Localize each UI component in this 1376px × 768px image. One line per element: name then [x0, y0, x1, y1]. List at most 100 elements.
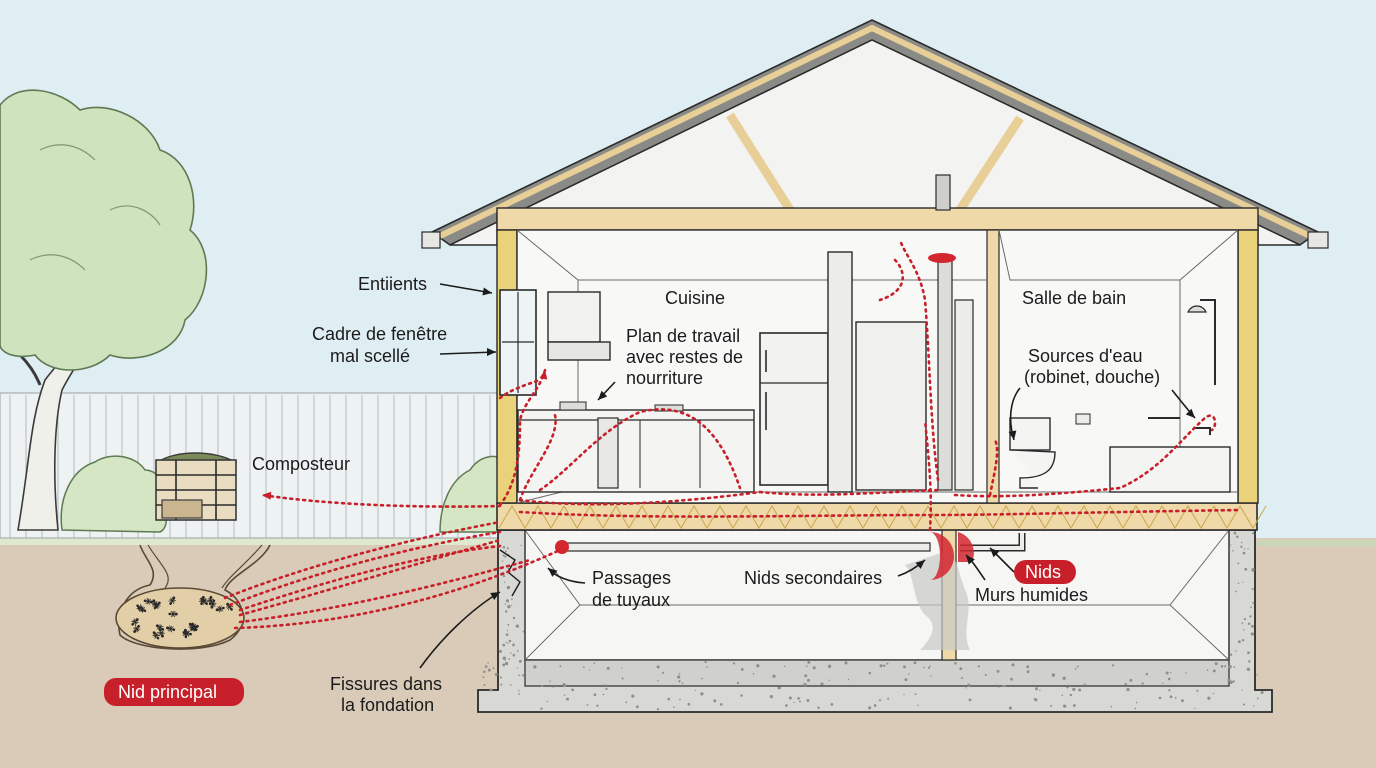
- gravel-dot: [827, 664, 832, 668]
- gravel-dot: [516, 650, 519, 652]
- gravel-dot: [566, 697, 569, 701]
- gravel-dot: [507, 623, 510, 626]
- gravel-dot: [1110, 705, 1113, 708]
- gravel-dot: [1026, 670, 1030, 674]
- gravel-dot: [504, 603, 507, 605]
- arrowhead: [262, 491, 272, 500]
- gravel-dot: [1010, 677, 1013, 681]
- gravel-dot: [732, 662, 736, 665]
- gravel-dot: [1229, 653, 1233, 656]
- gravel-dot: [520, 544, 522, 546]
- main-nest-badge: Nid principal: [104, 678, 244, 706]
- gravel-dot: [788, 696, 792, 700]
- gravel-dot: [500, 683, 503, 686]
- gravel-dot: [662, 671, 665, 674]
- ant-trails: [223, 238, 1242, 630]
- gravel-dot: [913, 661, 917, 665]
- gravel-dot: [1011, 663, 1015, 667]
- gravel-dot: [508, 639, 512, 643]
- gravel-dot: [506, 547, 509, 550]
- label-window-frame-1: Cadre de fenêtre: [312, 324, 447, 344]
- gravel-dot: [1168, 689, 1171, 692]
- ant-icon: [133, 625, 141, 633]
- label-pipes-2: de tuyaux: [592, 590, 670, 610]
- gravel-dot: [1162, 682, 1164, 684]
- gravel-dot: [1124, 682, 1127, 686]
- ant-icon: [168, 610, 178, 618]
- gravel-dot: [1051, 673, 1056, 677]
- gravel-dot: [701, 677, 703, 680]
- gravel-dot: [1243, 548, 1246, 550]
- gravel-dot: [606, 666, 610, 670]
- gravel-dot: [1240, 541, 1243, 544]
- gravel-dot: [847, 678, 850, 681]
- gravel-dot: [681, 682, 684, 685]
- gravel-dot: [1003, 684, 1006, 688]
- gravel-dot: [996, 669, 1000, 673]
- nests-badge-text: Nids: [1025, 562, 1061, 582]
- gravel-dot: [507, 605, 511, 609]
- gravel-dot: [1260, 690, 1264, 695]
- ant-icon: [215, 605, 225, 613]
- gravel-dot: [604, 684, 607, 687]
- gravel-dot: [706, 666, 708, 668]
- gravel-dot: [518, 674, 520, 677]
- gravel-dot: [817, 706, 820, 709]
- gravel-dot: [1241, 622, 1244, 624]
- ant-icon: [153, 601, 161, 610]
- gravel-dot: [1233, 666, 1236, 669]
- ant-icon: [200, 597, 209, 606]
- gravel-dot: [533, 665, 537, 669]
- gravel-dot: [502, 656, 506, 660]
- ant-icon: [131, 618, 139, 626]
- gravel-dot: [515, 624, 520, 628]
- gravel-dot: [602, 693, 605, 696]
- arrowhead: [598, 390, 608, 400]
- gravel-dot: [1256, 674, 1258, 676]
- gravel-dot: [677, 675, 681, 679]
- gravel-dot: [516, 667, 519, 669]
- arrowhead: [539, 370, 548, 380]
- gravel-dot: [1237, 640, 1241, 644]
- label-composter: Composteur: [252, 454, 350, 474]
- gravel-dot: [961, 677, 963, 679]
- gravel-dot: [521, 674, 525, 677]
- foundation: [477, 529, 1273, 713]
- gravel-dot: [501, 560, 504, 562]
- gravel-dot: [596, 704, 599, 707]
- gravel-dot: [756, 664, 760, 668]
- label-pipes-1: Passages: [592, 568, 671, 588]
- gravel-dot: [887, 697, 890, 700]
- gravel-dot: [549, 680, 551, 683]
- gravel-dot: [1212, 692, 1215, 695]
- gravel-dot: [998, 685, 1000, 688]
- basement-pipes: [559, 533, 1026, 650]
- arrowhead: [487, 348, 496, 356]
- gravel-dot: [1249, 615, 1252, 618]
- gravel-dot: [1250, 632, 1254, 636]
- gravel-dot: [505, 599, 510, 603]
- gravel-dot: [1247, 651, 1250, 655]
- gravel-dot: [769, 695, 774, 699]
- gravel-dot: [965, 687, 967, 689]
- gravel-dot: [687, 702, 691, 706]
- gravel-dot: [1165, 671, 1169, 675]
- grass-right: [1258, 540, 1376, 546]
- gravel-dot: [1069, 693, 1073, 697]
- gravel-dot: [483, 670, 486, 674]
- gravel-dot: [1062, 676, 1066, 680]
- gravel-dot: [700, 692, 704, 696]
- gravel-dot: [1233, 531, 1237, 535]
- gravel-dot: [713, 699, 717, 703]
- gravel-dot: [1033, 698, 1035, 700]
- label-foundation-1: Fissures dans: [330, 674, 442, 694]
- gravel-dot: [502, 574, 506, 578]
- label-bathroom: Salle de bain: [1022, 288, 1126, 308]
- gravel-dot: [487, 668, 491, 672]
- gravel-dot: [927, 666, 930, 669]
- gravel-dot: [505, 610, 508, 613]
- gravel-dot: [635, 705, 639, 709]
- gravel-dot: [505, 633, 509, 637]
- gravel-dot: [1214, 662, 1218, 666]
- arrowhead: [482, 287, 492, 296]
